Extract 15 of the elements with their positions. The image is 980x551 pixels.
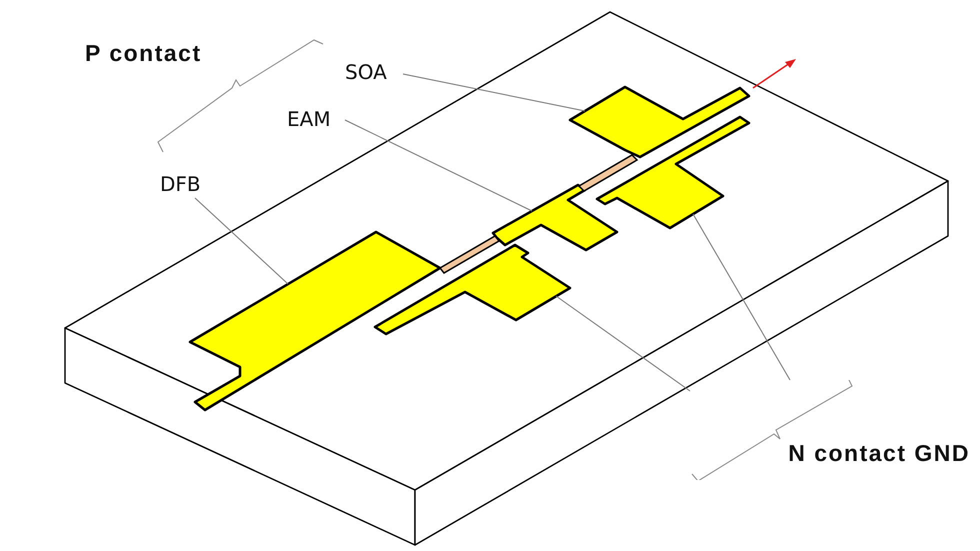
contact-label: P contact — [85, 40, 202, 67]
part-label: EAM — [287, 105, 345, 133]
contact-pad — [596, 116, 750, 230]
contact-label: N contact GND — [788, 440, 970, 467]
contact-pad — [188, 230, 442, 412]
leader-line — [344, 120, 532, 212]
leader-line — [692, 214, 790, 380]
contact-pad — [374, 244, 572, 336]
part-label: SOA — [345, 58, 403, 86]
contact-pad — [568, 86, 750, 158]
leader-line — [556, 296, 690, 392]
contact-pad — [492, 184, 618, 252]
leader-line — [194, 198, 288, 284]
leader-line — [402, 74, 586, 112]
part-label: DFB — [160, 170, 218, 198]
